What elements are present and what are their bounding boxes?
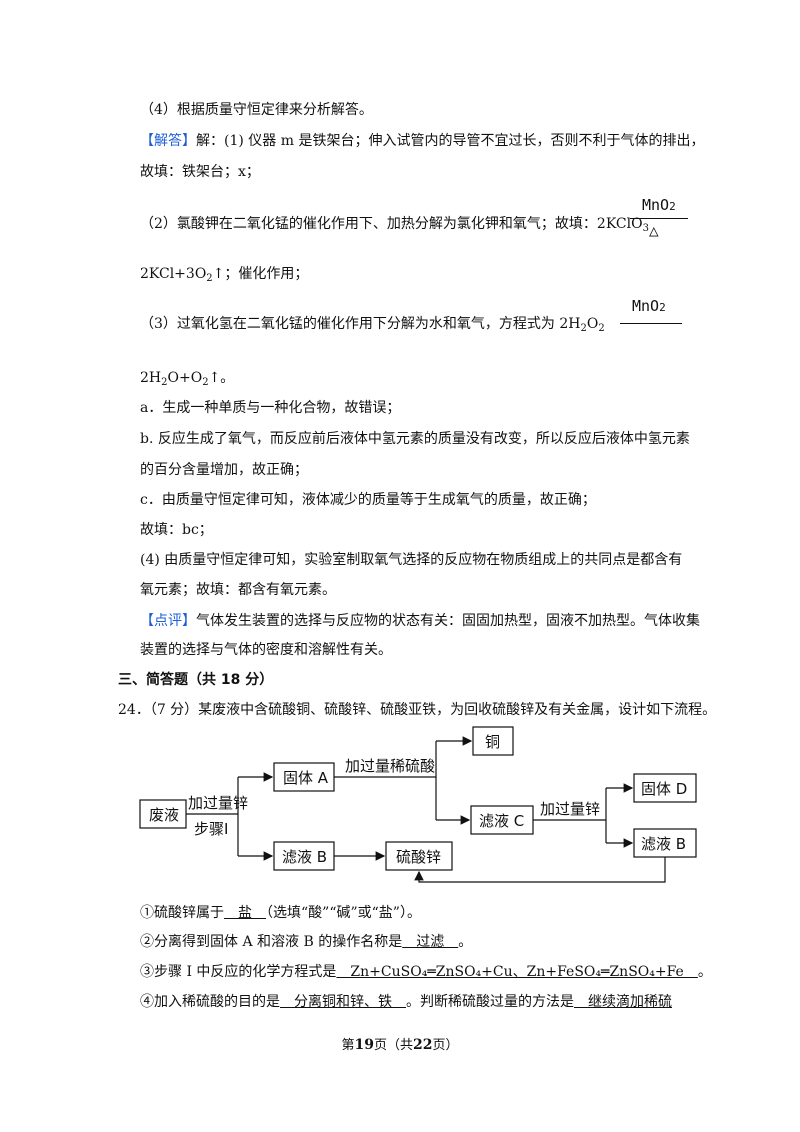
eq2-text: （3）过氧化氢在二氧化锰的催化作用下分解为水和氧气，方程式为 2H <box>140 316 581 332</box>
answer-4-fill: 分离铜和锌、铁 <box>280 994 406 1010</box>
eq1-products: 2KCl+3O <box>140 266 207 282</box>
answer-4-fill-2: 继续滴加稀硫 <box>574 994 672 1010</box>
footer-mid: 页（共 <box>373 1038 413 1053</box>
box-solid-d <box>633 773 697 803</box>
comment-tag: 【点评】 <box>140 613 196 629</box>
box-znso4 <box>385 841 453 871</box>
label-solid-a: 固体 A <box>283 769 329 787</box>
eq2-prod-a: 2H <box>140 370 162 386</box>
answer-1-options: （选填“酸”“碱”或“盐”）。 <box>266 905 421 921</box>
eq1-o2-sub: 2 <box>206 273 213 284</box>
eq1-sub: 3 <box>642 223 649 234</box>
answer-tag: 【解答】 <box>140 133 196 149</box>
eq1-text: （2）氯酸钾在二氧化锰的催化作用下、加热分解为氯化钾和氧气；故填：2KClO <box>140 216 643 232</box>
answer-4: ④加入稀硫酸的目的是 分离铜和锌、铁 。判断稀硫酸过量的方法是 继续滴加稀硫 <box>140 992 672 1012</box>
answer-2-fill: 过滤 <box>402 934 459 950</box>
label-add-acid: 加过量稀硫酸 <box>345 757 435 775</box>
label-step1: 步骤Ⅰ <box>194 820 228 838</box>
answer-line-4-fill: 氧元素；故填：都含有氧元素。 <box>140 582 336 598</box>
label-add-zn: 加过量锌 <box>188 794 248 812</box>
eq1-tail: ↑；催化作用； <box>212 266 309 282</box>
answer-1-fill: 盐 <box>224 905 266 921</box>
answer-line-b2: 的百分含量增加，故正确； <box>140 462 308 478</box>
answer-3-end: 。 <box>697 964 712 980</box>
answer-3: ③步骤 I 中反应的化学方程式是 Zn+CuSO₄═ZnSO₄+Cu、Zn+Fe… <box>140 962 712 982</box>
catalyst-1-top: MnO2 <box>642 196 676 214</box>
answer-line-5: （3）过氧化氢在二氧化锰的催化作用下分解为水和氧气，方程式为 2H2O2 <box>140 314 605 339</box>
answer-line-6: 2H2O+O2↑。 <box>140 368 234 393</box>
question-24: 24．（7 分）某废液中含硫酸铜、硫酸锌、硫酸亚铁，为回收硫酸锌及有关金属，设计… <box>118 702 717 718</box>
eq2-prod-c: ↑。 <box>208 370 235 386</box>
answer-3-prompt: ③步骤 I 中反应的化学方程式是 <box>140 964 337 980</box>
catalyst-2-sub: 2 <box>659 301 666 314</box>
answer-line-2: 故填：铁架台；x； <box>140 164 260 180</box>
eq2-mid: O <box>586 316 599 332</box>
answer-line-1: 解：(1) 仪器 m 是铁架台；伸入试管内的导管不宜过长，否则不利于气体的排出， <box>196 133 705 149</box>
label-filtrate-b2: 滤液 B <box>641 835 686 853</box>
eq2-prod-sub1: 2 <box>161 377 168 388</box>
total-pages: 22 <box>413 1037 433 1053</box>
answer-line-4: 2KCl+3O2↑；催化作用； <box>140 264 308 289</box>
line-analysis-4: （4）根据质量守恒定律来分析解答。 <box>140 102 373 118</box>
label-solid-d: 固体 D <box>641 780 687 798</box>
eq2-prod-b: O+O <box>167 370 203 386</box>
arrow-return-loop <box>414 857 666 883</box>
catalyst-2-top: MnO2 <box>632 297 666 315</box>
label-copper: 铜 <box>485 733 500 751</box>
catalyst-1-bar <box>630 218 688 219</box>
answer-1: ①硫酸锌属于 盐 （选填“酸”“碱”或“盐”）。 <box>140 903 421 923</box>
answer-line-a: a．生成一种单质与一种化合物，故错误； <box>140 400 401 416</box>
answer-line-b: b. 反应生成了氧气，而反应前后液体中氢元素的质量没有改变，所以反应后液体中氢元… <box>140 431 690 447</box>
answer-2-end: 。 <box>458 934 473 950</box>
comment-line-2: 装置的选择与气体的密度和溶解性有关。 <box>140 642 392 658</box>
footer-post: 页） <box>432 1038 459 1053</box>
catalyst-2-bar <box>620 323 682 324</box>
label-add-zn-2: 加过量锌 <box>540 800 600 818</box>
eq2-sub2: 2 <box>598 323 605 334</box>
catalyst-2-mno: MnO <box>632 297 660 315</box>
answer-1-prompt: ①硫酸锌属于 <box>140 905 224 921</box>
answer-2: ②分离得到固体 A 和溶液 B 的操作名称是 过滤 。 <box>140 932 472 952</box>
catalyst-1-sub: 2 <box>669 200 676 213</box>
section-heading: 三、简答题（共 18 分） <box>118 672 274 688</box>
page-footer: 第19页（共22页） <box>0 1034 800 1053</box>
answer-4-prompt: ④加入稀硫酸的目的是 <box>140 994 280 1010</box>
answer-line-4-part: (4) 由质量守恒定律可知，实验室制取氧气选择的反应物在物质组成上的共同点是都含… <box>140 552 683 568</box>
eq2-prod-sub2: 2 <box>202 377 209 388</box>
answer-line-fill: 故填：bc； <box>140 522 213 538</box>
answer-line-3: （2）氯酸钾在二氧化锰的催化作用下、加热分解为氯化钾和氧气；故填：2KClO3 <box>140 214 649 239</box>
comment-paragraph: 【点评】气体发生装置的选择与反应物的状态有关：固固加热型，固液不加热型。气体收集 <box>140 611 700 631</box>
answer-paragraph-1: 【解答】解：(1) 仪器 m 是铁架台；伸入试管内的导管不宜过长，否则不利于气体… <box>140 131 704 151</box>
comment-line-1: 气体发生装置的选择与反应物的状态有关：固固加热型，固液不加热型。气体收集 <box>196 613 700 629</box>
footer-pre: 第 <box>341 1038 355 1053</box>
label-filtrate-b: 滤液 B <box>282 848 327 866</box>
answer-line-c: c．由质量守恒定律可知，液体减少的质量等于生成氧气的质量，故正确； <box>140 492 596 508</box>
heat-symbol: △ <box>649 221 659 240</box>
label-znso4: 硫酸锌 <box>396 848 441 866</box>
label-filtrate-c: 滤液 C <box>479 812 524 830</box>
box-copper <box>472 726 514 756</box>
label-waste: 废液 <box>149 806 179 824</box>
answer-4-mid: 。判断稀硫酸过量的方法是 <box>406 994 574 1010</box>
catalyst-1-mno: MnO <box>642 196 670 214</box>
answer-3-fill: Zn+CuSO₄═ZnSO₄+Cu、Zn+FeSO₄═ZnSO₄+Fe <box>336 964 698 980</box>
page-number: 19 <box>354 1037 374 1053</box>
eq2-sub1: 2 <box>580 323 587 334</box>
answer-2-prompt: ②分离得到固体 A 和溶液 B 的操作名称是 <box>140 934 403 950</box>
